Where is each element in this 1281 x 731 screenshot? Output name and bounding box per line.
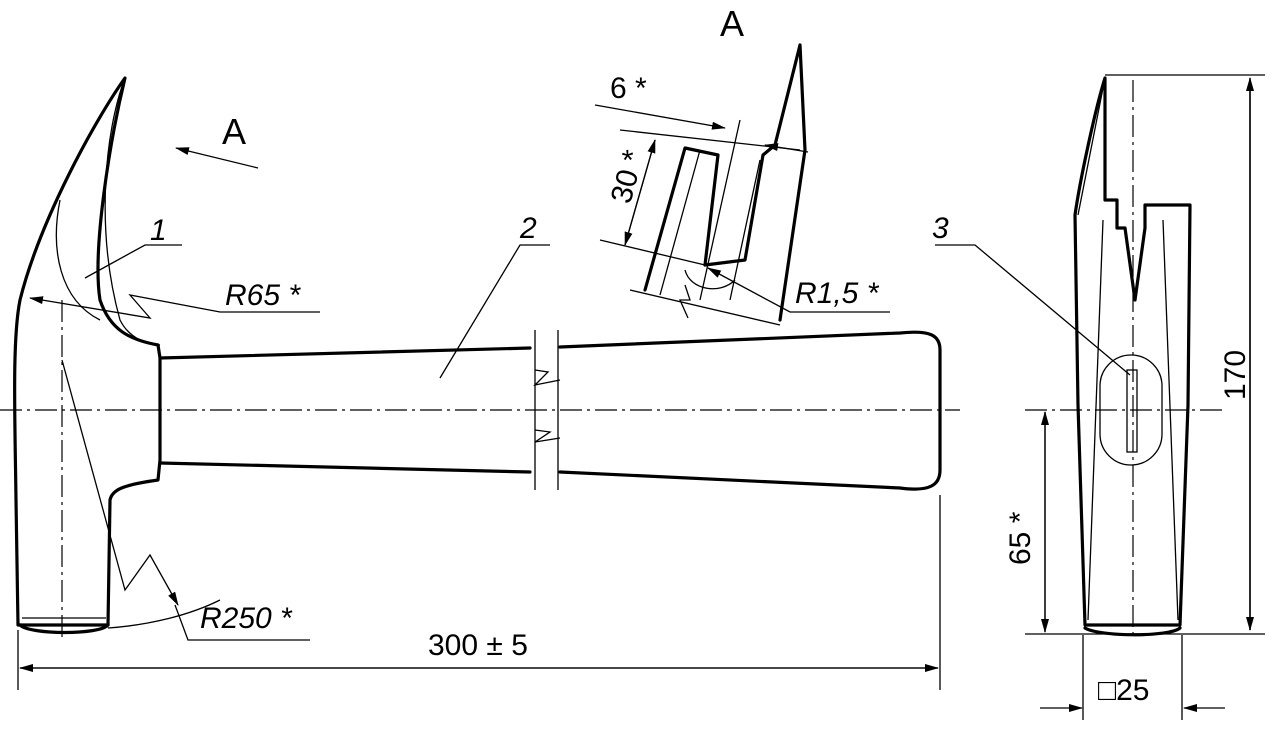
- part-number-3: 3: [932, 212, 949, 245]
- section-view-a: A 30 * 6 * R1,5 *: [594, 3, 890, 326]
- view-arrow: [175, 147, 259, 169]
- dim-head-height: 170: [1219, 350, 1252, 400]
- section-view-label: A: [720, 3, 744, 44]
- part-leaders: 1 2 3 R65 * R250 *: [29, 212, 1131, 641]
- hammer-head-front-view: 170 65 * □25: [1004, 74, 1265, 720]
- dim-face-radius: R250 *: [200, 602, 293, 635]
- dim-claw-radius: R65 *: [225, 279, 301, 312]
- dim-eye-offset: 65 *: [1004, 511, 1037, 565]
- overall-length-label: 300 ± 5: [428, 629, 528, 662]
- dim-slot-depth: 30 *: [605, 146, 651, 206]
- dim-slot-width: 6 *: [610, 72, 647, 105]
- wedge: [1126, 369, 1138, 453]
- dim-face-square: □25: [1098, 674, 1150, 707]
- eye-outline: [1099, 354, 1163, 466]
- dim-overall-length: 300 ± 5: [17, 495, 941, 690]
- hammer-head-side-view: [13, 76, 162, 635]
- view-arrow-label: A: [222, 111, 246, 152]
- part-number-1: 1: [150, 214, 167, 247]
- part-number-2: 2: [519, 212, 537, 245]
- dim-slot-radius: R1,5 *: [795, 277, 880, 310]
- handle-side-view: [158, 330, 942, 491]
